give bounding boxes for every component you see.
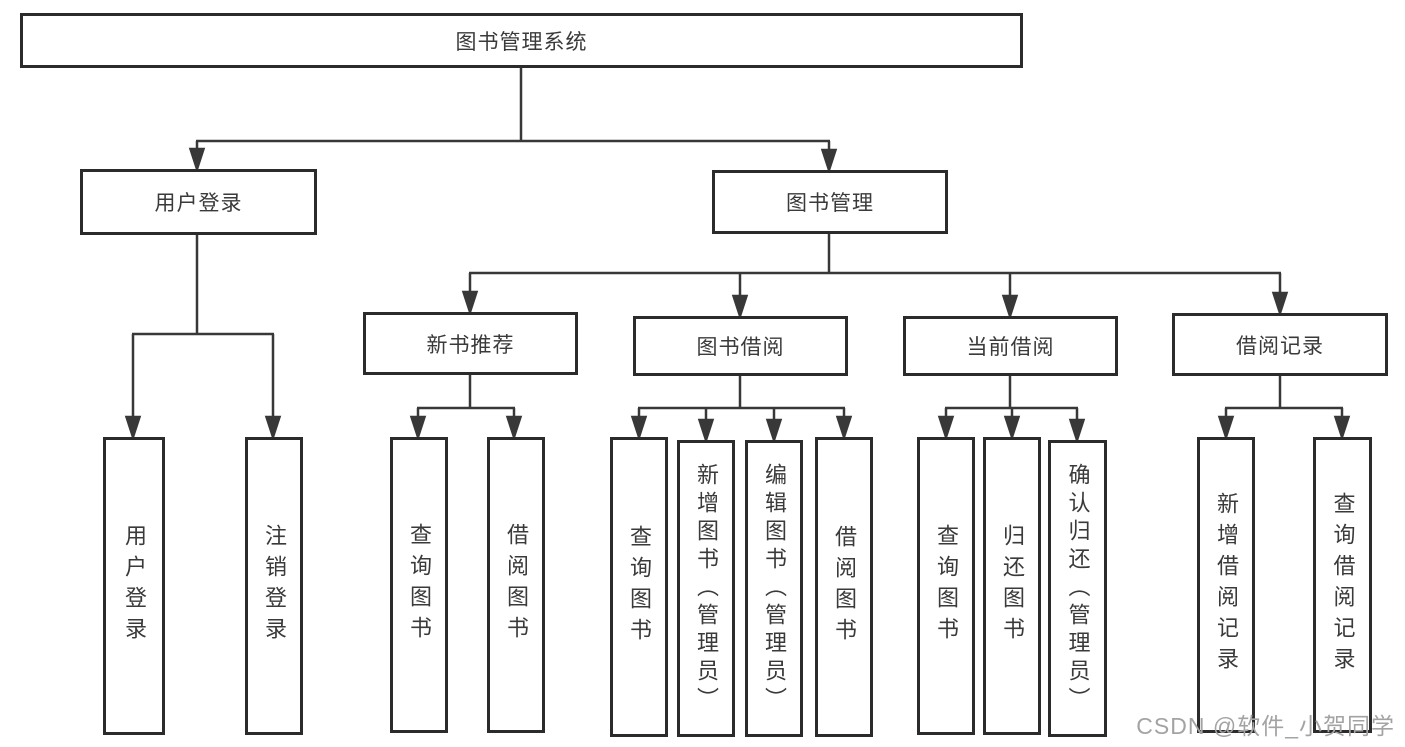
leaf-logout: 注销登录	[245, 437, 303, 735]
node-label: 新书推荐	[426, 333, 515, 357]
node-label: 图书借阅	[696, 336, 785, 359]
leaf-borrow-edit-books-admin: 编辑图书（管理员）	[745, 440, 803, 737]
node-borrow-records: 借阅记录	[1172, 313, 1388, 376]
node-label: 确认归还（管理员）	[1065, 462, 1091, 715]
node-label: 借阅图书	[832, 525, 857, 649]
node-label: 图书管理系统	[455, 30, 588, 54]
leaf-borrow-borrow-books: 借阅图书	[815, 437, 873, 737]
node-label: 当前借阅	[966, 336, 1055, 359]
node-user-login: 用户登录	[80, 169, 317, 235]
node-label: 用户登录	[154, 192, 243, 215]
leaf-records-add-record: 新增借阅记录	[1197, 437, 1255, 733]
leaf-records-query-record: 查询借阅记录	[1313, 437, 1372, 733]
node-label: 新增图书（管理员）	[694, 462, 719, 715]
leaf-current-confirm-return-admin: 确认归还（管理员）	[1048, 440, 1107, 737]
csdn-watermark: CSDN @软件_小贺同学	[1136, 713, 1395, 739]
node-label: 归还图书	[1000, 524, 1025, 648]
node-label: 查询图书	[627, 525, 652, 649]
node-new-book-recommend: 新书推荐	[363, 312, 578, 375]
node-label: 用户登录	[122, 524, 147, 648]
node-current-borrow: 当前借阅	[903, 316, 1118, 376]
node-label: 查询图书	[407, 523, 432, 647]
leaf-current-return-books: 归还图书	[983, 437, 1041, 735]
node-label: 借阅记录	[1236, 334, 1324, 358]
leaf-newbook-borrow-books: 借阅图书	[487, 437, 545, 733]
leaf-newbook-query-books: 查询图书	[390, 437, 448, 733]
node-label: 注销登录	[262, 524, 287, 648]
leaf-user-login: 用户登录	[103, 437, 165, 735]
node-label: 编辑图书（管理员）	[762, 462, 787, 715]
node-book-borrow: 图书借阅	[633, 316, 848, 376]
node-label: 查询借阅记录	[1330, 492, 1356, 678]
node-label: 查询图书	[934, 524, 959, 648]
leaf-borrow-add-books-admin: 新增图书（管理员）	[677, 440, 735, 737]
leaf-current-query-books: 查询图书	[917, 437, 975, 735]
node-system-root: 图书管理系统	[20, 13, 1023, 68]
node-label: 借阅图书	[504, 523, 529, 647]
node-book-management: 图书管理	[712, 170, 948, 234]
leaf-borrow-query-books: 查询图书	[610, 437, 668, 737]
node-label: 图书管理	[786, 192, 874, 215]
node-label: 新增借阅记录	[1214, 492, 1239, 678]
